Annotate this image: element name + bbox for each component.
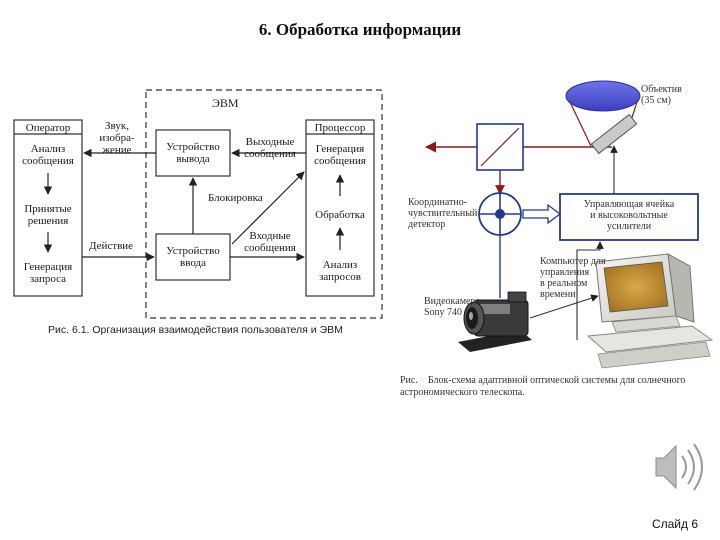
processor-label: Процессор bbox=[314, 122, 366, 134]
slide-number: Слайд 6 bbox=[651, 517, 698, 531]
evm-frame bbox=[145, 89, 383, 319]
left-figure-caption: Рис. 6.1. Организация взаимодействия пол… bbox=[48, 324, 343, 336]
computer-image bbox=[586, 253, 714, 369]
video-camera-image bbox=[458, 291, 532, 352]
lens-label: Объектив(35 см) bbox=[641, 84, 682, 106]
action-label: Действие bbox=[89, 240, 134, 252]
operator-label: Оператор bbox=[25, 122, 71, 134]
adaptive-mirror bbox=[590, 113, 638, 155]
arrow-blocking bbox=[231, 171, 305, 245]
processor-column-box bbox=[305, 119, 375, 297]
right-figure-caption: Рис. Блок-схема адаптивной оптической си… bbox=[400, 375, 686, 398]
arrow-detector-to-control bbox=[522, 203, 562, 225]
blocking-label: Блокировка bbox=[208, 192, 263, 204]
sound-image-label: Звук,изобра-жение bbox=[99, 120, 135, 156]
speaker-icon bbox=[655, 443, 703, 491]
line-computer-to-control bbox=[576, 241, 604, 340]
processing-label: Обработка bbox=[315, 209, 365, 221]
arrow-camera-to-computer bbox=[529, 294, 599, 319]
slide-title: 6. Обработка информации bbox=[258, 20, 462, 39]
operator-column-box bbox=[13, 119, 83, 297]
control-cell-box bbox=[559, 193, 699, 241]
lens-objective bbox=[565, 80, 641, 112]
evm-label: ЭВМ bbox=[212, 96, 239, 110]
